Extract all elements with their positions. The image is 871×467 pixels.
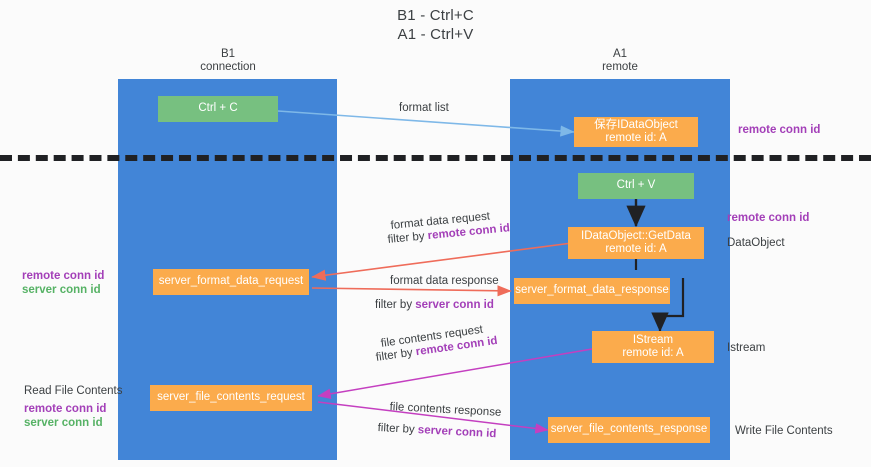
node-ctrl-c-label: Ctrl + C xyxy=(198,102,238,115)
edge-label-file-contents-response-filter: filter by server conn id xyxy=(377,421,496,441)
filter-prefix: filter by xyxy=(375,346,417,364)
filter-key-server-conn-id: server conn id xyxy=(415,299,494,311)
node-idataobject-getdata-remote-id: remote id: A xyxy=(605,243,667,255)
note-left-read-file-contents: Read File Contents xyxy=(24,385,123,397)
note-right-write-file-contents: Write File Contents xyxy=(735,425,833,437)
node-server-format-data-response[interactable]: server_format_data_response xyxy=(514,278,670,304)
node-istream-remote-id: remote id: A xyxy=(622,347,684,359)
edge-label-format-list: format list xyxy=(399,102,449,114)
node-idataobject-getdata-label: IDataObject::GetData xyxy=(581,229,691,242)
note-left-remote-conn-id-mid: remote conn id xyxy=(22,270,105,282)
note-right-dataobject: DataObject xyxy=(727,237,785,249)
node-server-format-data-request[interactable]: server_format_data_request xyxy=(153,269,309,295)
filter-prefix: filter by xyxy=(387,230,429,246)
column-header-b1-name: B1 xyxy=(220,48,236,60)
edge-label-format-data-response: format data response xyxy=(390,275,499,287)
column-header-a1: A1 remote xyxy=(520,48,720,74)
node-idataobject-getdata[interactable]: IDataObject::GetData remote id: A xyxy=(568,227,704,259)
node-ctrl-v[interactable]: Ctrl + V xyxy=(578,173,694,199)
note-left-server-conn-id-bottom: server conn id xyxy=(24,417,103,429)
node-store-idataobject-remote-id: remote id: A xyxy=(605,132,667,144)
note-right-istream: Istream xyxy=(727,342,766,354)
page-title: B1 - Ctrl+C A1 - Ctrl+V xyxy=(0,6,871,44)
node-server-format-data-response-label: server_format_data_response xyxy=(515,284,669,297)
filter-key-server-conn-id: server conn id xyxy=(417,424,497,441)
node-server-file-contents-request[interactable]: server_file_contents_request xyxy=(150,385,312,411)
edge-label-file-contents-response: file contents response xyxy=(389,400,502,419)
edge-label-format-data-response-filter: filter by server conn id xyxy=(375,298,494,312)
column-header-b1-role: connection xyxy=(200,61,256,73)
node-server-file-contents-request-label: server_file_contents_request xyxy=(157,391,305,404)
filter-prefix: filter by xyxy=(377,421,419,437)
column-header-a1-role: remote xyxy=(602,61,638,73)
phase-divider xyxy=(0,155,871,161)
node-server-file-contents-response-label: server_file_contents_response xyxy=(550,423,708,436)
node-istream[interactable]: IStream remote id: A xyxy=(592,331,714,363)
arrow-format-data-response xyxy=(311,285,512,297)
title-line-1: B1 - Ctrl+C xyxy=(397,7,474,24)
column-header-b1: B1 connection xyxy=(128,48,328,74)
node-ctrl-v-label: Ctrl + V xyxy=(616,179,656,192)
node-store-idataobject[interactable]: 保存IDataObject remote id: A xyxy=(574,117,698,147)
note-left-remote-conn-id-bottom: remote conn id xyxy=(24,403,107,415)
filter-prefix: filter by xyxy=(375,299,416,311)
column-header-a1-name: A1 xyxy=(612,48,628,60)
node-ctrl-c[interactable]: Ctrl + C xyxy=(158,96,278,122)
note-left-server-conn-id-mid: server conn id xyxy=(22,284,101,296)
note-right-remote-conn-id-top: remote conn id xyxy=(738,124,821,136)
node-store-idataobject-label: 保存IDataObject xyxy=(594,118,678,131)
note-right-remote-conn-id-mid: remote conn id xyxy=(727,212,810,224)
node-server-file-contents-response[interactable]: server_file_contents_response xyxy=(548,417,710,443)
node-istream-label: IStream xyxy=(632,333,674,346)
node-server-format-data-request-label: server_format_data_request xyxy=(158,275,304,288)
title-line-2: A1 - Ctrl+V xyxy=(397,26,474,43)
